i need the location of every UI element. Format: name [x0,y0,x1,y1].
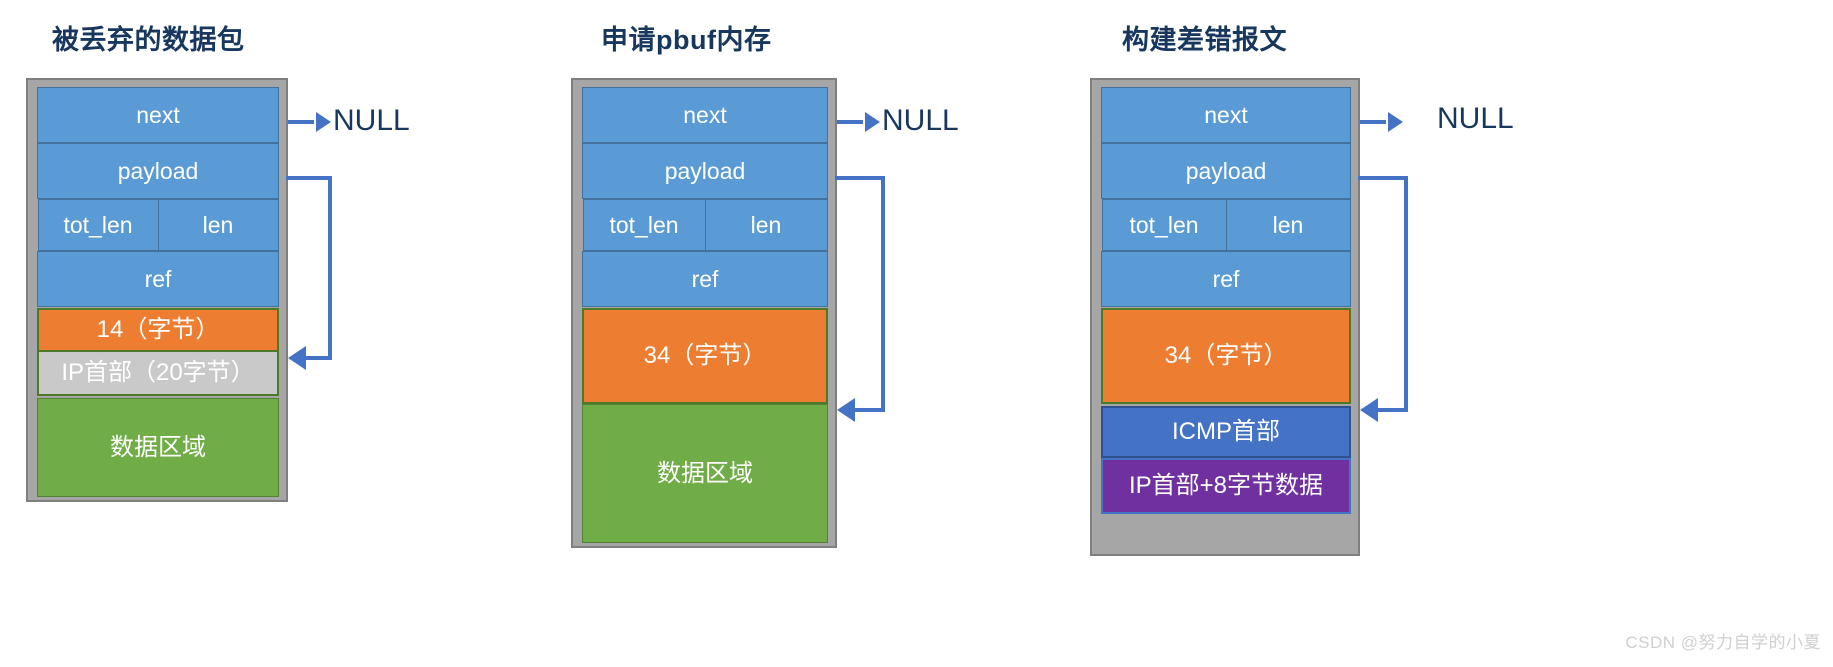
payload-pointer-arrow-1 [286,160,346,370]
column-title-build-error-message: 构建差错报文 [1122,25,1287,55]
field-ref-3: ref [1101,251,1351,307]
field-next-1: next [37,87,279,143]
field-len-3: len [1225,199,1351,251]
field-lengths-2: tot_len len [582,199,828,251]
null-label-3: NULL [1437,102,1514,135]
segment-ip-header-plus-8-3: IP首部+8字节数据 [1101,458,1351,514]
null-connector-line-2 [837,120,863,124]
field-next-3: next [1101,87,1351,143]
pbuf-frame-build-error-message: next payload tot_len len ref 34（字节） ICMP… [1090,78,1360,556]
segment-ip-header-1: IP首部（20字节） [37,352,279,396]
segment-reserved-header-3: 34（字节） [1101,308,1351,404]
field-ref-2: ref [582,251,828,307]
field-lengths-3: tot_len len [1101,199,1351,251]
payload-pointer-arrow-svg-2 [835,176,885,422]
null-connector-line-1 [288,120,314,124]
segment-eth-header-1: 14（字节） [37,308,279,352]
field-tot-len-1: tot_len [37,199,159,251]
csdn-watermark: CSDN @努力自学的小夏 [1625,633,1821,652]
segment-reserved-header-2: 34（字节） [582,308,828,404]
field-payload-2: payload [582,143,828,199]
payload-pointer-arrow-3 [1358,160,1423,425]
null-arrowhead-3 [1388,112,1403,132]
null-label-2: NULL [882,104,959,137]
payload-pointer-head-2 [837,398,855,422]
field-next-2: next [582,87,828,143]
column-title-alloc-pbuf: 申请pbuf内存 [601,25,772,55]
null-connector-line-3 [1360,120,1386,124]
null-arrowhead-1 [316,112,331,132]
field-payload-1: payload [37,143,279,199]
field-payload-3: payload [1101,143,1351,199]
payload-pointer-head-1 [288,346,306,370]
column-title-discarded-packet: 被丢弃的数据包 [52,25,245,55]
payload-pointer-path-3 [1358,176,1408,412]
payload-pointer-arrow-2 [835,160,900,425]
field-tot-len-3: tot_len [1101,199,1227,251]
null-arrowhead-2 [865,112,880,132]
field-ref-1: ref [37,251,279,307]
field-len-1: len [157,199,279,251]
payload-pointer-path-2 [835,176,885,412]
payload-pointer-arrow-svg-3 [1358,176,1408,422]
payload-pointer-path-1 [286,176,332,360]
payload-pointer-arrow-svg-1 [286,176,332,370]
segment-icmp-header-3: ICMP首部 [1101,406,1351,458]
pbuf-frame-alloc-pbuf: next payload tot_len len ref 34（字节） 数据区域 [571,78,837,548]
pbuf-frame-discarded-packet: next payload tot_len len ref 14（字节） IP首部… [26,78,288,502]
field-tot-len-2: tot_len [582,199,706,251]
null-label-1: NULL [333,104,410,137]
payload-pointer-head-3 [1360,398,1378,422]
field-len-2: len [704,199,828,251]
segment-data-region-2: 数据区域 [582,404,828,543]
field-lengths-1: tot_len len [37,199,279,251]
segment-data-region-1: 数据区域 [37,398,279,497]
